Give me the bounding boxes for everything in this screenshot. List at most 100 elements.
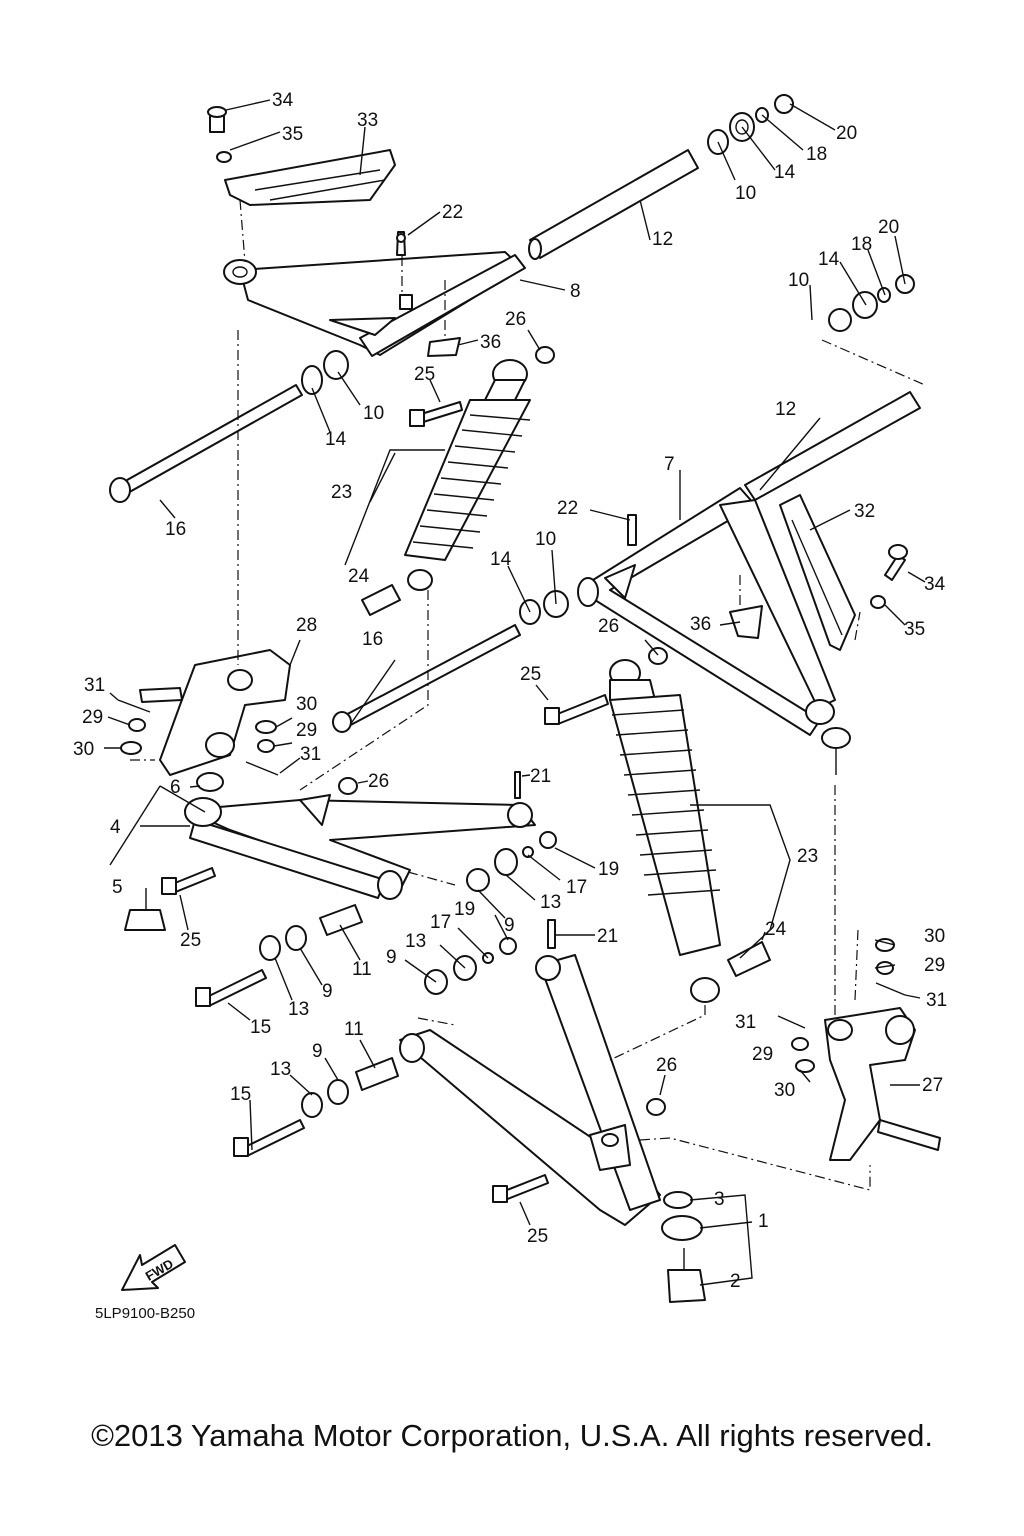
upper-arm-right xyxy=(577,487,851,775)
ball-joint-right xyxy=(661,1191,706,1303)
callout-6: 6 xyxy=(170,777,181,798)
fwd-arrow-icon: FWD xyxy=(121,1244,186,1291)
fasteners-left xyxy=(117,699,279,776)
callout-36a: 36 xyxy=(480,332,501,353)
callout-16b: 16 xyxy=(362,629,383,650)
bushing-set-lower-mid xyxy=(466,831,557,892)
callout-25a: 25 xyxy=(414,364,435,385)
callout-18b: 18 xyxy=(851,234,872,255)
callout-26c: 26 xyxy=(368,771,389,792)
callout-24a: 24 xyxy=(348,566,370,587)
callout-13d: 13 xyxy=(270,1059,291,1080)
callout-19a: 19 xyxy=(598,859,619,880)
callout-12a: 12 xyxy=(652,229,673,250)
grease-nipple-lower-right xyxy=(547,919,556,949)
callout-23b: 23 xyxy=(797,846,818,867)
callout-24b: 24 xyxy=(765,919,787,940)
spacer-right xyxy=(727,941,771,977)
callout-20a: 20 xyxy=(836,123,857,144)
ball-joint-left xyxy=(124,888,166,931)
callout-31d: 31 xyxy=(735,1012,756,1033)
callout-17a: 17 xyxy=(566,877,587,898)
lower-arm-right xyxy=(399,954,661,1226)
long-bolt-mid xyxy=(332,624,521,733)
callout-numbers: 1 2 3 4 5 6 7 8 9 9 9 9 10 10 10 10 11 1… xyxy=(73,90,947,1292)
callout-26a: 26 xyxy=(505,309,526,330)
callout-29a: 29 xyxy=(82,707,103,728)
callout-11b: 11 xyxy=(344,1019,364,1040)
callout-28: 28 xyxy=(296,615,317,636)
callout-17b: 17 xyxy=(430,912,451,933)
lower-arm-left xyxy=(184,794,536,900)
callout-14d: 14 xyxy=(490,549,512,570)
callout-15b: 15 xyxy=(230,1084,251,1105)
circlip-left xyxy=(196,772,224,792)
callout-21b: 21 xyxy=(597,926,618,947)
callout-14b: 14 xyxy=(325,429,347,450)
callout-10a: 10 xyxy=(735,183,756,204)
callout-13a: 13 xyxy=(540,892,561,913)
nut-top xyxy=(535,346,555,364)
callout-10d: 10 xyxy=(535,529,556,550)
shock-absorber-right xyxy=(609,659,721,1003)
callout-4: 4 xyxy=(110,817,121,838)
bolt-washer-right xyxy=(870,544,908,609)
callout-33: 33 xyxy=(357,110,378,131)
diagram-code: 5LP9100-B250 xyxy=(95,1305,195,1322)
callout-20b: 20 xyxy=(878,217,899,238)
nut-lower-right xyxy=(646,1098,666,1116)
shock-absorber-left xyxy=(404,359,531,591)
callout-7: 7 xyxy=(664,454,675,475)
callout-27: 27 xyxy=(922,1075,943,1096)
bushing-set-lowest xyxy=(301,1057,399,1118)
callout-3: 3 xyxy=(714,1189,725,1210)
bracket-right xyxy=(779,494,856,651)
copyright-notice: ©2013 Yamaha Motor Corporation, U.S.A. A… xyxy=(91,1418,933,1453)
callout-26b: 26 xyxy=(598,616,619,637)
bolt-washer-top xyxy=(207,106,232,163)
upper-arm-left xyxy=(223,251,526,357)
callout-25d: 25 xyxy=(527,1226,548,1247)
bushing-set-left xyxy=(301,350,349,395)
callout-16a: 16 xyxy=(165,519,186,540)
bushing-set-lower-right xyxy=(424,937,517,995)
callout-29d: 29 xyxy=(752,1044,773,1065)
callout-10c: 10 xyxy=(788,270,809,291)
callout-35a: 35 xyxy=(282,124,303,145)
callout-31a: 31 xyxy=(84,675,105,696)
spacer-left xyxy=(361,584,401,616)
callout-18a: 18 xyxy=(806,144,827,165)
callout-32: 32 xyxy=(854,501,875,522)
callout-9d: 9 xyxy=(312,1041,323,1062)
callout-22b: 22 xyxy=(557,498,578,519)
callout-25b: 25 xyxy=(520,664,541,685)
long-bolt-lower-1 xyxy=(195,969,267,1007)
callout-2: 2 xyxy=(730,1271,741,1292)
grease-nipple-lower-left xyxy=(514,771,521,799)
callout-34a: 34 xyxy=(272,90,294,111)
callout-35b: 35 xyxy=(904,619,925,640)
leader-lines xyxy=(104,99,926,1286)
alignment-lines xyxy=(130,199,926,1191)
long-bolt-lower-2 xyxy=(233,1119,305,1157)
callout-30b: 30 xyxy=(296,694,317,715)
nut-mid xyxy=(648,647,668,665)
knuckle-left xyxy=(139,649,291,776)
callout-22a: 22 xyxy=(442,202,463,223)
bolt-top xyxy=(409,401,463,427)
fasteners-right xyxy=(777,938,906,1073)
bushing-set-top xyxy=(707,94,794,155)
label-plate-top xyxy=(427,337,461,357)
bushing-set-lower-left xyxy=(259,904,363,961)
callout-31c: 31 xyxy=(926,990,947,1011)
callout-13c: 13 xyxy=(288,999,309,1020)
callout-13b: 13 xyxy=(405,931,426,952)
bracket-top xyxy=(224,149,396,206)
callout-14a: 14 xyxy=(774,162,796,183)
grease-nipple-top xyxy=(396,231,406,256)
callout-8: 8 xyxy=(570,281,581,302)
callout-30c: 30 xyxy=(924,926,945,947)
callout-30a: 30 xyxy=(73,739,94,760)
callout-29c: 29 xyxy=(924,955,945,976)
